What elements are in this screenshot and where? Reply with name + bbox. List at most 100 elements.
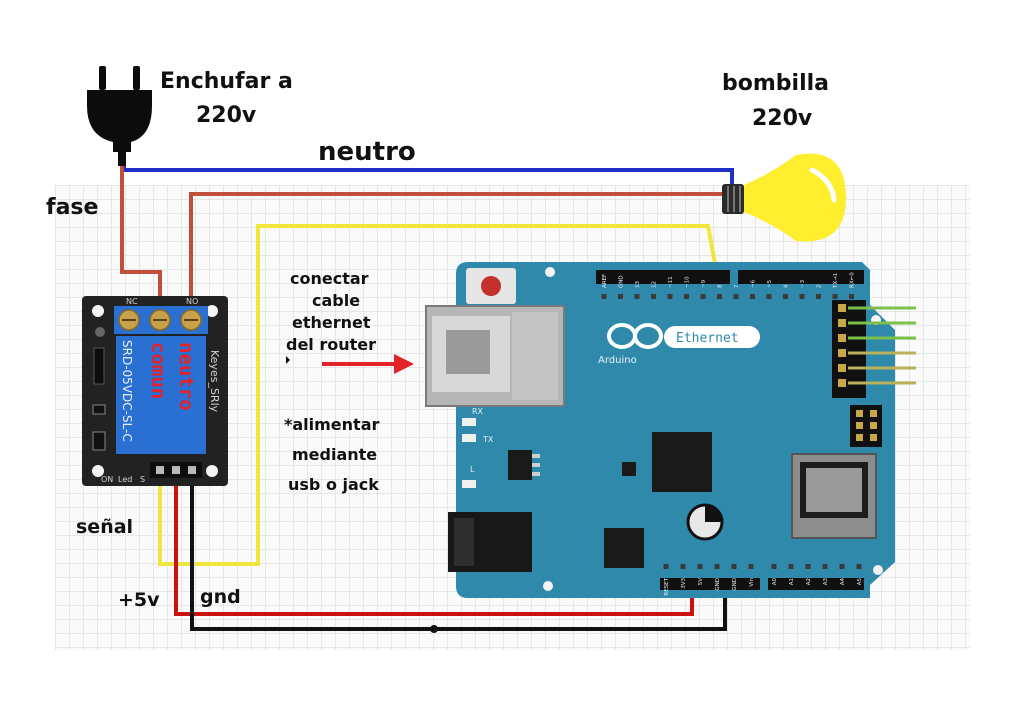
main-microcontroller (652, 432, 712, 492)
relay-screw-terminals (118, 309, 202, 331)
digital-pin-hole (717, 294, 722, 299)
vcc-wire-label: +5v (118, 589, 160, 611)
analog-pin-label: A3 (823, 578, 829, 586)
digital-pin-label: ~3 (800, 279, 806, 288)
icsp-pin (838, 334, 846, 342)
arduino-pcb (456, 262, 895, 598)
digital-pin-label: GND (619, 275, 625, 288)
voltage-regulator (508, 450, 532, 480)
small-ic (622, 462, 636, 476)
electrolytic-capacitor (686, 503, 724, 541)
signal-wire-label: señal (76, 516, 133, 538)
ethernet-badge-text: Ethernet (676, 331, 739, 346)
relay-transistor (93, 347, 105, 385)
digital-pin-label: RX←0 (850, 272, 856, 288)
digital-pin-label: AREF (602, 274, 608, 288)
icsp2-pin (856, 434, 863, 441)
power-note-line-3: usb o jack (288, 475, 379, 494)
power-pin-hole (697, 564, 703, 569)
power-plug (87, 66, 152, 166)
plug-body (87, 90, 152, 152)
digital-pin-label: TX→1 (833, 273, 839, 289)
power-pin-hole (731, 564, 737, 569)
power-pin-label: RESET (664, 577, 670, 595)
icsp-pin (838, 364, 846, 372)
relay-common-label: comun (147, 342, 169, 399)
rj45-ethernet-jack (425, 305, 565, 407)
icsp-pin (838, 349, 846, 357)
digital-pin-label: ~9 (701, 279, 707, 288)
side-header-pins (848, 306, 916, 385)
ethernet-note-line-2: cable (312, 291, 360, 310)
digital-pin-hole (816, 294, 821, 299)
icsp2-pin (870, 422, 877, 429)
relay-smd-diode (92, 431, 106, 451)
relay-model-text: SRD-05VDC-SL-C (120, 340, 134, 442)
digital-pin-label: 12 (652, 281, 658, 288)
arduino-logo: Arduino (598, 323, 664, 366)
light-bulb (722, 153, 846, 242)
bulb-glass (744, 153, 846, 242)
analog-pin-label: A1 (789, 578, 795, 585)
bulb-label-line-1: bombilla (722, 71, 829, 96)
icsp-pin (838, 379, 846, 387)
ethernet-controller-chip (604, 528, 644, 568)
gnd-wire-label: gnd (200, 586, 241, 608)
digital-pin-label: ~11 (668, 276, 674, 288)
digital-pin-hole (733, 294, 739, 299)
power-pin-label: 3V3 (681, 578, 687, 589)
neutral-wire (122, 163, 734, 188)
power-pin-hole (680, 564, 686, 569)
relay-pin-label-led: Led (118, 475, 132, 484)
relay-led (95, 327, 105, 337)
power-pin-hole (663, 564, 669, 569)
analog-pin-hole (805, 564, 811, 569)
icsp2-pin (856, 410, 863, 417)
relay-terminal-label-nc: NC (126, 297, 138, 306)
digital-pin-hole (799, 294, 805, 299)
text-labels: Enchufar a 220v bombilla 220v neutro fas… (46, 69, 829, 611)
digital-pin-label: ~10 (685, 276, 691, 288)
analog-pin-hole (856, 564, 862, 569)
relay-pin-label-s: S (140, 475, 145, 484)
bulb-label-line-2: 220v (752, 106, 813, 131)
phase-wire-relay-to-bulb (189, 192, 728, 315)
dc-barrel-jack (448, 512, 532, 572)
digital-pin-hole (750, 294, 755, 299)
led-label-tx: TX (482, 435, 494, 444)
led-label-l: L (470, 465, 475, 474)
analog-pin-label: A5 (857, 578, 863, 586)
led-label-rx: RX (472, 407, 484, 416)
ethernet-note-line-3: ethernet (292, 313, 371, 332)
status-leds (462, 418, 476, 488)
digital-pin-label: ~6 (751, 279, 757, 288)
analog-pin-hole (771, 564, 777, 569)
secondary-icsp-header (850, 405, 882, 447)
power-pin-label: 5V (698, 578, 704, 585)
neutral-wire-label: neutro (318, 137, 416, 167)
phase-wire-plug-to-relay (120, 163, 162, 315)
digital-pin-hole (700, 294, 706, 299)
bulb-highlight (809, 167, 837, 203)
digital-pin-label: 2 (817, 285, 823, 289)
relay-smd-resistor (92, 404, 106, 415)
plug-prong-right (133, 66, 140, 90)
relay-module: NC NO SRD-05VDC-SL-C comun neutro Keyes_… (82, 296, 228, 486)
ethernet-note-line-4: del router (286, 335, 376, 354)
analog-pin-hole (788, 564, 794, 569)
ethernet-note-line-1: conectar (290, 269, 369, 288)
digital-pin-hole (684, 294, 689, 299)
plug-label-line-1: Enchufar a (160, 69, 293, 94)
relay-pin-label-on: ON (101, 475, 113, 484)
digital-pin-hole (601, 294, 607, 299)
power-pin-hole (748, 564, 754, 569)
icsp2-pin (856, 422, 863, 429)
power-pin-label: Vin (749, 577, 755, 586)
power-pin-header (660, 578, 760, 590)
